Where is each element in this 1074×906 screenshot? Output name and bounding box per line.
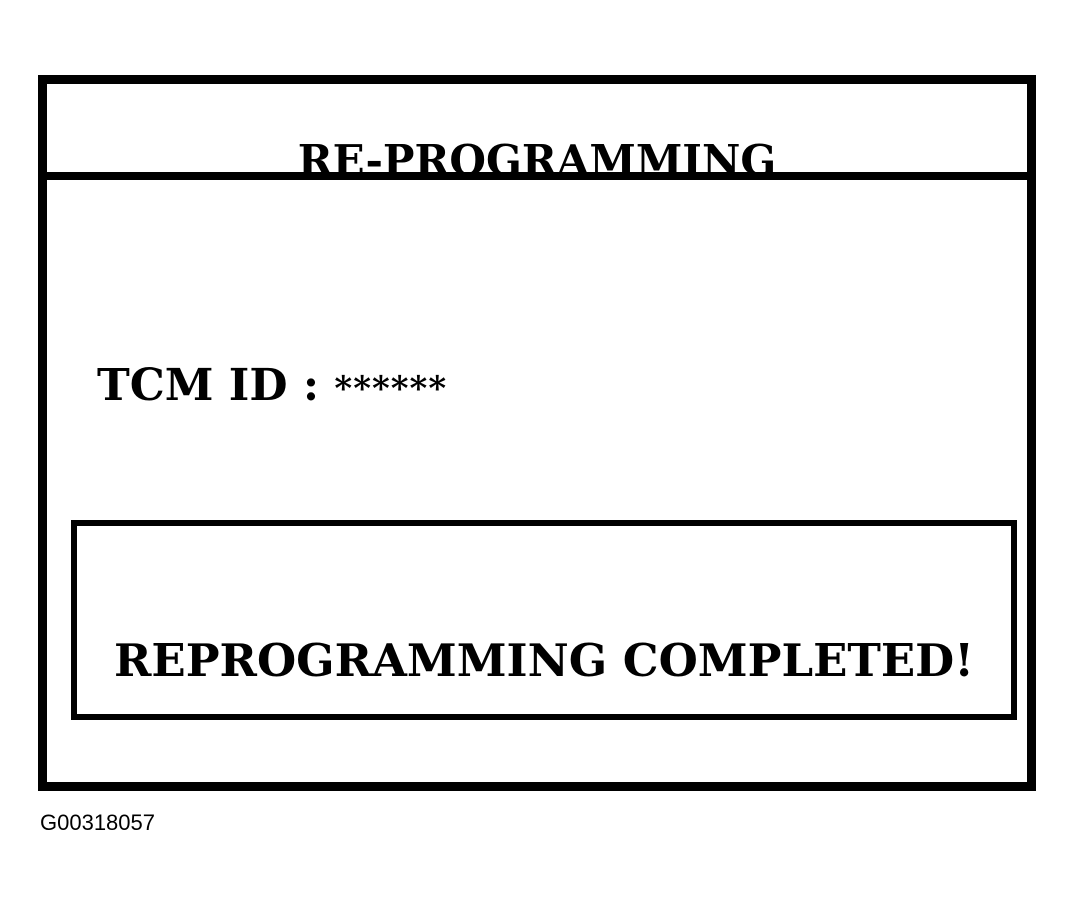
tcm-id-row: TCM ID : ****** <box>97 364 447 408</box>
status-message: REPROGRAMMING COMPLETED! <box>114 634 974 687</box>
status-message-box: REPROGRAMMING COMPLETED! <box>71 520 1017 720</box>
tester-screen: RE-PROGRAMMING TCM ID : ****** REPROGRAM… <box>38 75 1036 791</box>
title-bar: RE-PROGRAMMING <box>47 84 1027 185</box>
tcm-id-value: ****** <box>334 369 448 409</box>
screen-title: RE-PROGRAMMING <box>297 136 777 185</box>
tcm-id-label: TCM ID : <box>97 360 320 411</box>
figure-id: G00318057 <box>40 810 155 835</box>
